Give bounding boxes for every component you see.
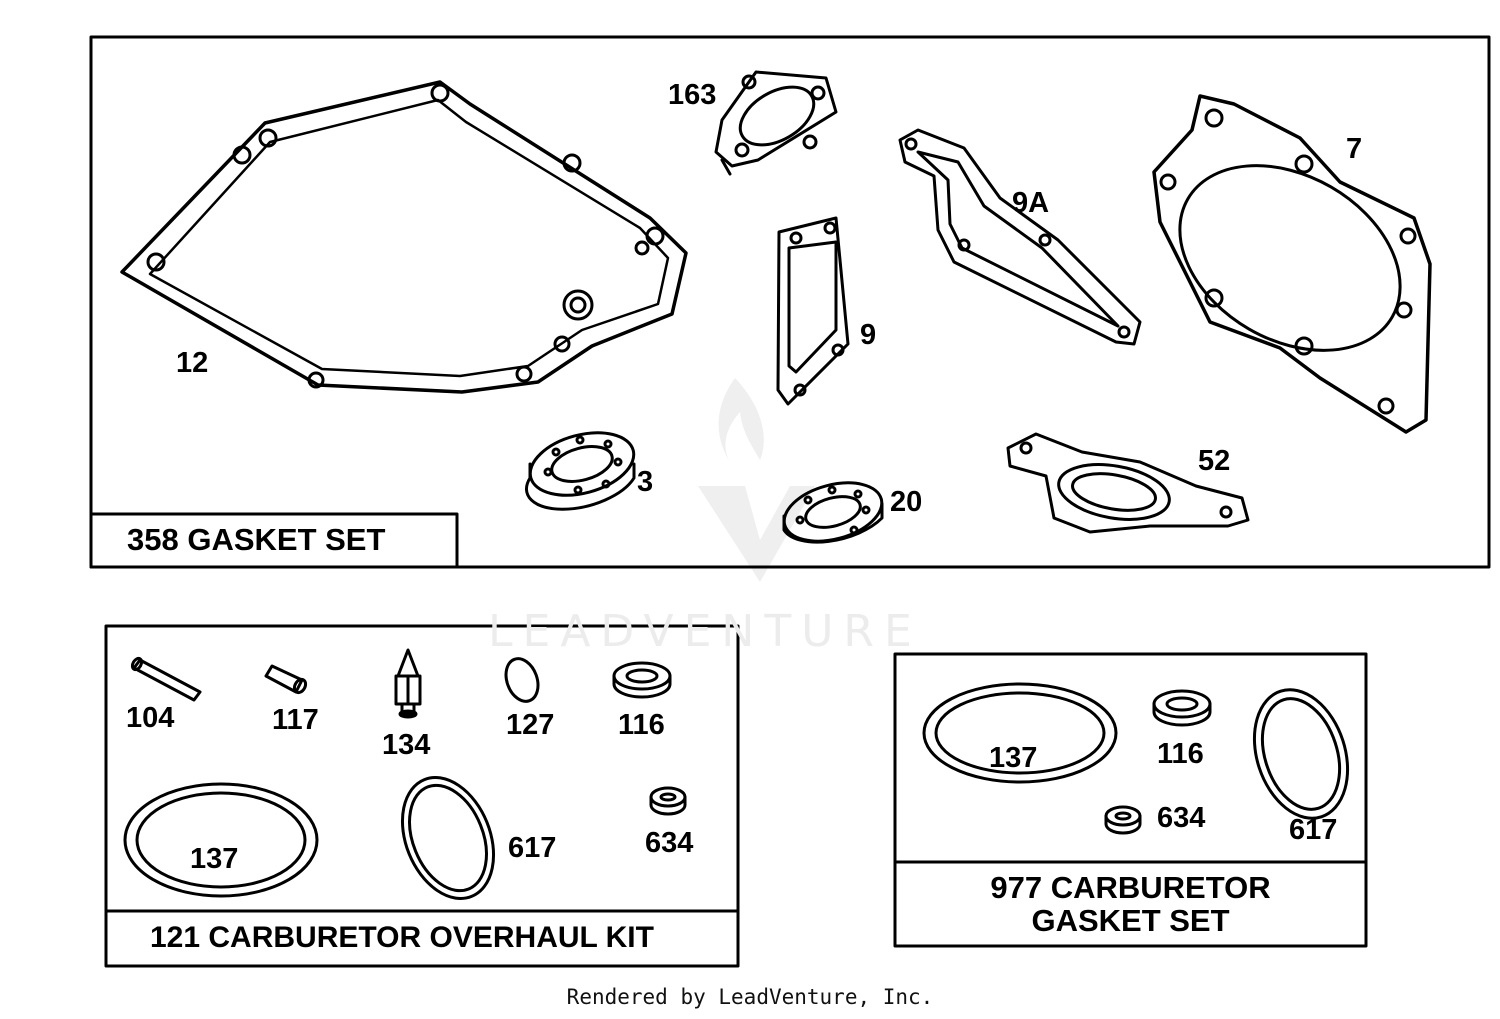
needle-valve-134-part: [394, 648, 422, 719]
callout-634-carb: 634: [1157, 802, 1206, 834]
gasket-9-part: [776, 216, 850, 406]
callout-634-kit: 634: [645, 827, 694, 859]
overhaul-kit-title: 121 CARBURETOR OVERHAUL KIT: [150, 921, 654, 954]
washer-116-kit-part: [612, 661, 672, 699]
callout-117: 117: [272, 704, 319, 736]
pin-117-part: [264, 664, 308, 695]
oil-seal-3-part: [524, 431, 636, 511]
watermark-text: LEADVENTURE: [488, 606, 922, 657]
head-gasket-7-part: [1152, 94, 1432, 434]
callout-163: 163: [668, 79, 717, 111]
callout-9: 9: [860, 319, 877, 351]
pin-104-part: [130, 656, 202, 702]
carb-gasket-title-line1: 977 CARBURETOR: [990, 870, 1271, 905]
crankcase-gasket-part: [120, 80, 688, 394]
carb-gasket-title-line2: GASKET SET: [1031, 903, 1230, 938]
o-ring-617-kit-part: [400, 776, 496, 900]
flame-v-logo-icon: [698, 378, 815, 582]
callout-3: 3: [637, 466, 654, 498]
gasket-163-part: [714, 70, 838, 176]
washer-116-carb-part: [1152, 689, 1212, 727]
gasket-set-frame: [89, 35, 1491, 569]
carb-gasket-frame: [893, 652, 1368, 948]
gasket-set-title-box: [89, 512, 459, 569]
callout-12: 12: [176, 347, 209, 379]
gasket-set-title: 358 GASKET SET: [127, 522, 386, 557]
o-ring-617-carb-part: [1252, 688, 1350, 820]
welch-plug-127-part: [504, 657, 540, 703]
callout-52: 52: [1198, 445, 1231, 477]
callout-116-kit: 116: [618, 709, 665, 741]
callout-137-kit: 137: [190, 843, 239, 875]
callout-7: 7: [1346, 133, 1363, 165]
callout-617-carb: 617: [1289, 814, 1338, 846]
callout-134: 134: [382, 729, 431, 761]
callout-617-kit: 617: [508, 832, 557, 864]
callout-137-carb: 137: [989, 742, 1038, 774]
washer-634-kit-part: [649, 786, 687, 816]
gasket-9a-part: [898, 128, 1142, 346]
callout-116-carb: 116: [1157, 738, 1204, 770]
oil-seal-20-part: [782, 481, 884, 544]
callout-127: 127: [506, 709, 555, 741]
overhaul-kit-frame: [104, 624, 740, 968]
callout-20: 20: [890, 486, 923, 518]
gasket-52-part: [1006, 432, 1250, 534]
callout-9a: 9A: [1012, 187, 1050, 219]
o-ring-137-carb-part: [922, 682, 1118, 784]
callout-104: 104: [126, 702, 175, 734]
footer-credit: Rendered by LeadVenture, Inc.: [566, 985, 934, 1009]
washer-634-carb-part: [1104, 805, 1142, 835]
o-ring-137-kit-part: [123, 782, 319, 898]
